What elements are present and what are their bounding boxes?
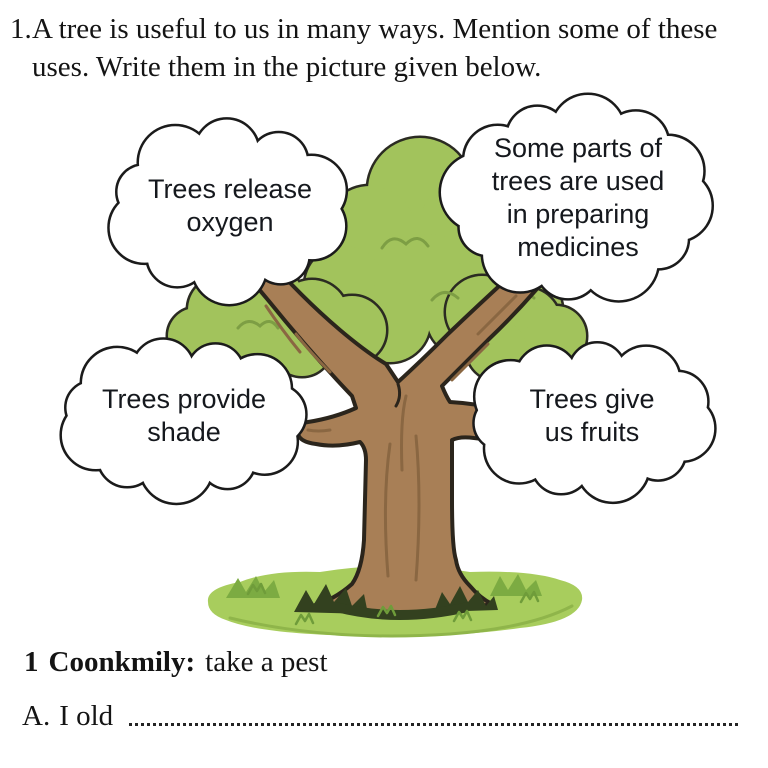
- answer-row: A. I old: [22, 700, 738, 733]
- answer-text: I old: [59, 700, 114, 732]
- footer-heading: 1 Coonkmily: take a pest: [24, 646, 328, 679]
- footer-item-number: 1: [24, 646, 39, 678]
- bubble-top-right: Some parts of trees are used in preparin…: [491, 133, 665, 262]
- bubble-top-left: Trees release oxygen: [147, 174, 313, 237]
- question-text: A tree is useful to us in many ways. Men…: [32, 13, 718, 83]
- question: 1. A tree is useful to us in many ways. …: [10, 11, 756, 87]
- footer-phrase: take a pest: [205, 646, 328, 678]
- footer-keyword: Coonkmily:: [48, 646, 196, 678]
- bubble-bottom-left: Trees provide shade: [101, 384, 267, 447]
- question-number: 1.: [10, 13, 32, 45]
- dotted-answer-line: [129, 722, 738, 726]
- bubble-bottom-right: Trees give us fruits: [529, 384, 655, 447]
- answer-label: A.: [22, 700, 51, 732]
